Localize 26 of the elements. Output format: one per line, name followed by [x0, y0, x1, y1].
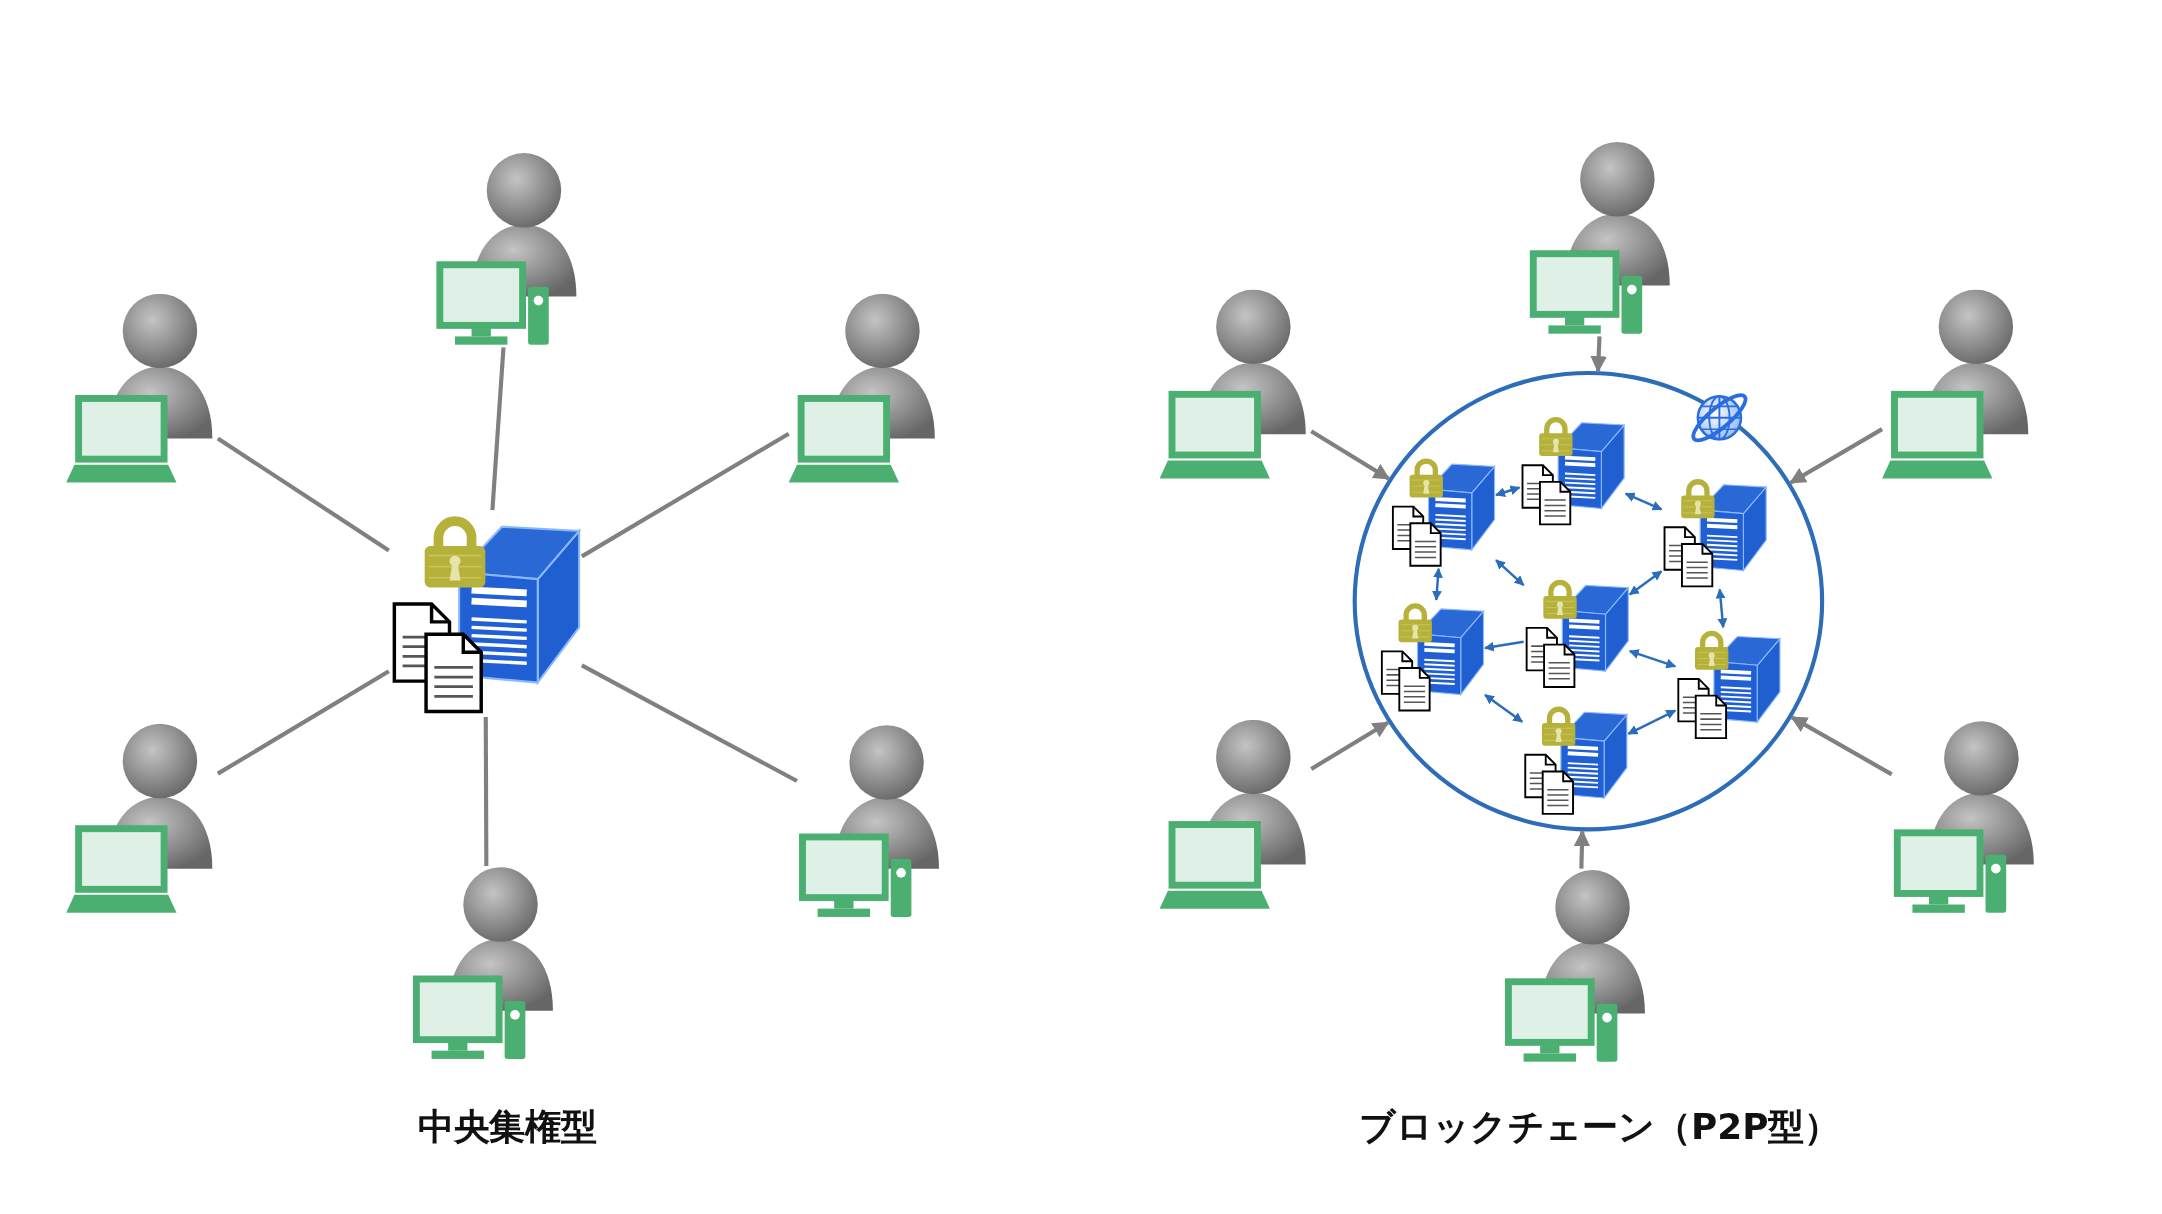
- arrow: [1627, 709, 1677, 735]
- arrow: [1484, 640, 1524, 652]
- arrow: [1715, 588, 1728, 629]
- arrow: [1310, 720, 1390, 771]
- connector-line: [580, 663, 798, 783]
- arrow: [1624, 492, 1663, 511]
- connector-line: [483, 717, 489, 866]
- arrow: [1310, 429, 1391, 481]
- connector-line: [580, 432, 790, 559]
- network-circle: [1352, 370, 1825, 832]
- arrow: [1484, 693, 1524, 723]
- arrow: [1590, 336, 1607, 373]
- arrow: [1628, 649, 1677, 669]
- arrow: [1790, 715, 1893, 777]
- connector-line: [216, 436, 390, 553]
- caption: 中央集権型: [417, 1104, 598, 1150]
- arrow: [1432, 567, 1443, 601]
- arrow: [1495, 485, 1521, 497]
- arrow: [1495, 559, 1525, 586]
- connector-line: [216, 669, 390, 776]
- arrow: [1789, 427, 1884, 485]
- arrow: [1573, 829, 1591, 869]
- arrow: [1629, 570, 1663, 596]
- caption: ブロックチェーン（P2P型）: [1358, 1104, 1841, 1150]
- connector-line: [490, 347, 506, 511]
- server-drawing: [1389, 455, 1497, 569]
